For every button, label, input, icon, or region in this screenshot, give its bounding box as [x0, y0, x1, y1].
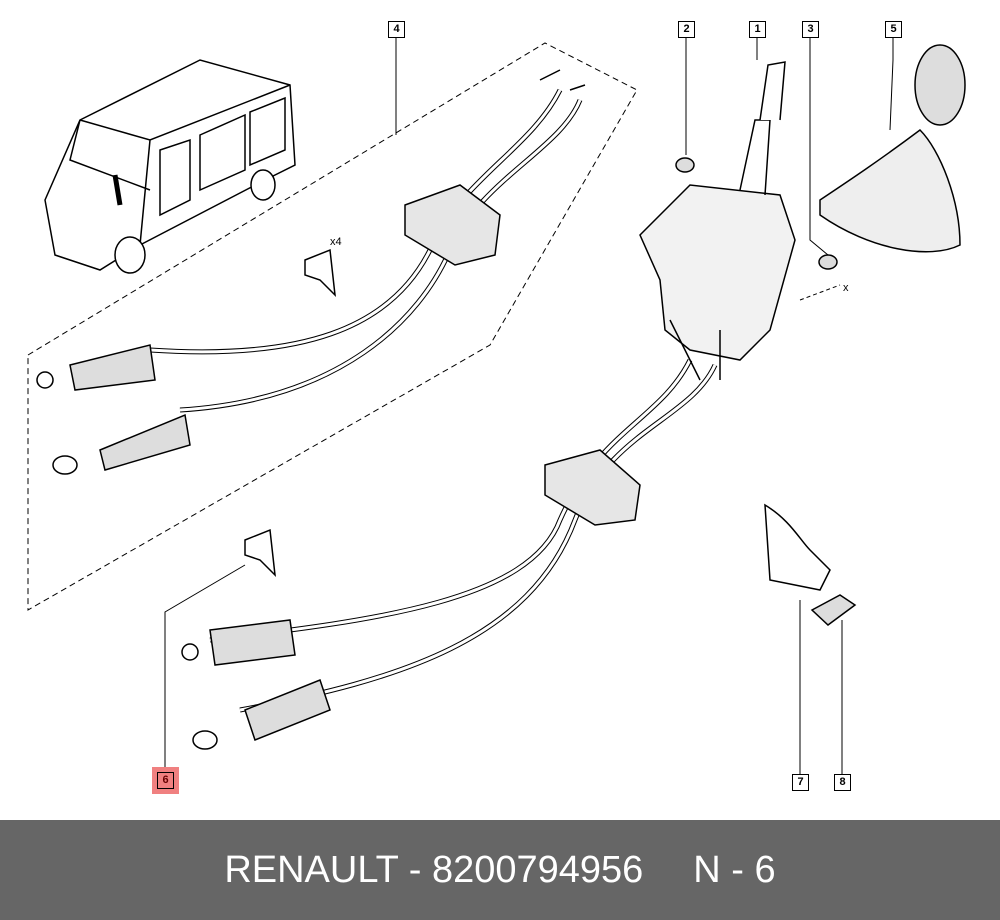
part-number: RENAULT - 8200794956: [224, 848, 644, 891]
gear-shifter-assembly: [639, 61, 796, 381]
kit-cable-ends: [36, 69, 586, 475]
van-illustration: [44, 59, 296, 274]
callout-1[interactable]: 1: [749, 21, 766, 38]
pad-8: [810, 594, 857, 626]
callout-3[interactable]: 3: [802, 21, 819, 38]
clip-x4: [304, 248, 336, 298]
callout-2[interactable]: 2: [678, 21, 695, 38]
callout-5[interactable]: 5: [885, 21, 902, 38]
gear-knob-boot: [819, 44, 966, 253]
footer-bar: RENAULT - 8200794956 N - 6: [0, 820, 1000, 920]
callout-7[interactable]: 7: [792, 774, 809, 791]
lower-grommet: [544, 449, 641, 526]
nut-3: [818, 254, 838, 270]
callout-8[interactable]: 8: [834, 774, 851, 791]
clip-6: [244, 528, 276, 578]
quantity-note: x4: [330, 236, 342, 248]
kit-grommet: [404, 184, 501, 266]
callout-6-highlighted[interactable]: 6: [152, 767, 179, 794]
reference-number: N - 6: [693, 848, 776, 891]
bracket-7: [764, 503, 831, 591]
axis-note: x: [843, 282, 849, 294]
leader-lines: [164, 37, 894, 774]
parts-diagram: [27, 37, 966, 774]
lower-cable-ends: [181, 619, 331, 750]
lower-cables: [209, 359, 717, 712]
callout-4[interactable]: 4: [388, 21, 405, 38]
kit-outline: [27, 42, 638, 611]
nut-2: [675, 157, 695, 173]
